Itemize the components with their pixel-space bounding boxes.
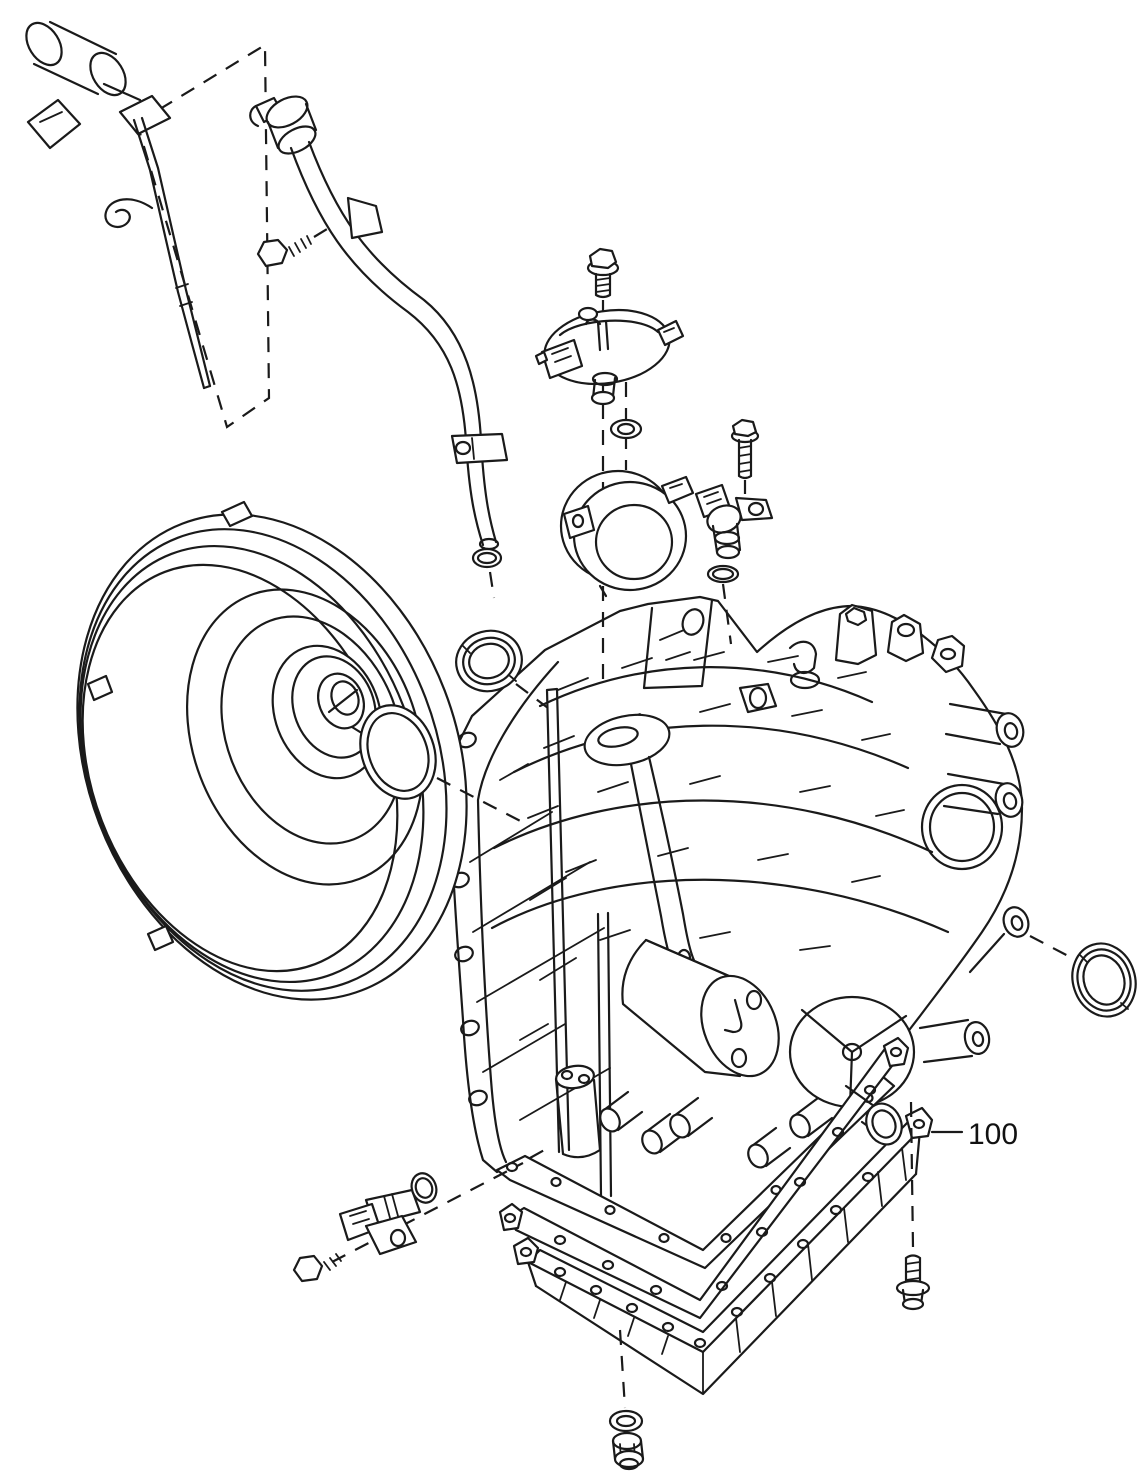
drain-plug-washer [608,1329,644,1433]
oil-pan-bolt [895,1101,931,1311]
converter-o-ring [359,704,531,827]
speed-sensor [694,483,774,645]
oil-pan [512,1106,934,1396]
rear-sensor-bolt [292,1253,342,1283]
front-oil-seal [455,629,549,709]
accumulator-boss [554,1064,602,1159]
speed-sensor-bolt [730,418,760,494]
transaxle-case [446,595,1030,1254]
reference-dashed-outline [135,43,271,429]
sealing-washer [609,418,643,440]
bearing-retainer-circle [920,783,1004,871]
side-oil-seal [1029,935,1137,1018]
side-bolt-bosses [918,702,1030,1064]
speed-sensor-o-ring [706,564,740,584]
callout-label: 100 [968,1118,1018,1151]
filler-tube-o-ring [471,547,503,569]
rear-sensor-leader-dashed [331,1147,549,1263]
rear-speed-sensor [338,1172,438,1256]
shift-solenoid [621,938,780,1078]
sensor-mounting-ring [559,469,695,598]
control-device [534,306,685,406]
rear-sensor-o-ring [410,1172,438,1204]
mount-bracket [642,598,778,714]
drain-plug [611,1431,645,1471]
callout-100: 100 [930,1118,1018,1151]
pan-ear-callout-target [904,1106,934,1140]
oil-filler-tube [249,95,509,599]
oil-level-gauge-dipstick [25,20,212,390]
valve-body-tubes [599,1084,903,1169]
oil-pan-gasket [498,1036,910,1320]
torque-converter [76,500,468,1001]
control-device-bolt [586,247,620,299]
filler-tube-bolt [256,225,333,268]
top-bolt-lugs [788,603,966,690]
